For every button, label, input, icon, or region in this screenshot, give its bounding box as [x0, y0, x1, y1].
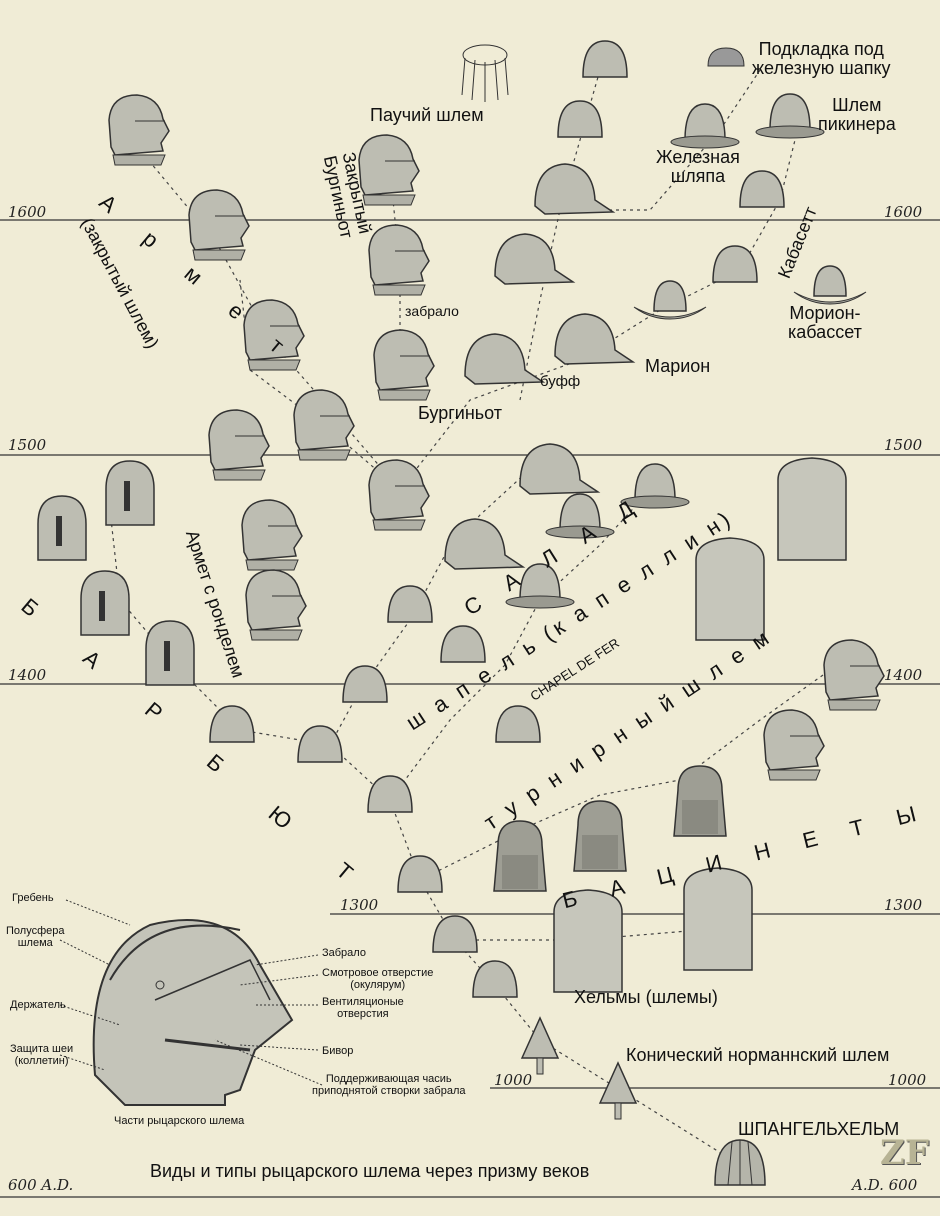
sallet-2 — [444, 518, 524, 570]
sallet-3 — [519, 443, 599, 495]
sallet-1 — [387, 585, 433, 623]
chapel-1 — [440, 625, 486, 663]
burgonet-helmet-3 — [368, 459, 430, 531]
year-1400-right: 1400 — [884, 666, 923, 684]
part-label-neck-guard: Защита шеи (коллетин) — [10, 1043, 74, 1067]
closed-burgonet-2 — [368, 224, 430, 296]
year-1300-right: 1300 — [884, 896, 923, 914]
label-norman-conical: Конический норманнский шлем — [626, 1045, 890, 1065]
bascinet-mail-2 — [573, 800, 627, 872]
armet-helmet-5 — [293, 389, 355, 461]
helm-dome-2 — [472, 960, 518, 998]
part-label-bevor: Бивор — [322, 1045, 354, 1057]
year-1600-left: 1600 — [8, 203, 47, 221]
cabasset-helmet-2 — [712, 245, 758, 283]
label-pikeman-helmet: Шлем пикинера — [818, 95, 896, 134]
part-label-vents: Вентиляционые отверстия — [322, 996, 404, 1020]
year-600-right: A.D. 600 — [852, 1176, 918, 1194]
label-morion: Марион — [645, 356, 711, 376]
trunk-helmet-4 — [397, 855, 443, 893]
spider-helmet — [461, 44, 509, 102]
burgonet-visor-helmet — [373, 329, 435, 401]
tournament-frog-helmet-1 — [823, 639, 885, 711]
label-morion-cabasset: Морион- кабассет — [788, 303, 862, 342]
trunk-helmet-2 — [342, 665, 388, 703]
barbute-helmet-1 — [37, 495, 87, 561]
label-burgonet: Бургиньот — [418, 403, 503, 423]
year-1300-left: 1300 — [340, 896, 379, 914]
parts-leader-lines — [59, 899, 323, 1086]
label-great-helms: Хельмы (шлемы) — [574, 987, 718, 1007]
great-helm-2 — [683, 867, 753, 971]
part-label-crest: Гребень — [12, 892, 54, 904]
armet-helmet-4 — [208, 409, 270, 481]
morion-helmet — [633, 280, 707, 320]
label-skull-cap-lining: Подкладка под железную шапку — [752, 39, 891, 78]
parts-diagram-helmet — [92, 919, 294, 1106]
helm-dome-1 — [432, 915, 478, 953]
part-label-sight: Смотровое отверстие (окулярум) — [322, 967, 434, 991]
year-1500-right: 1500 — [884, 436, 923, 454]
pikeman-helmet — [755, 93, 825, 139]
bascinet-visor-helmet — [763, 709, 825, 781]
year-1600-right: 1600 — [884, 203, 923, 221]
burgonet-buff-helmet — [464, 333, 544, 385]
barbute-helmet-2 — [105, 460, 155, 526]
part-label-visor: Забрало — [322, 947, 366, 959]
burgonet-helmet-4 — [554, 313, 634, 365]
armet-rondel-2 — [245, 569, 307, 641]
label-buff: буфф — [540, 373, 581, 390]
closed-burgonet-1 — [358, 134, 420, 206]
iron-hat-helmet — [670, 103, 740, 149]
trunk-helmet-3 — [367, 775, 413, 813]
armet-rondel-1 — [241, 499, 303, 571]
conical-helmet-1 — [521, 1017, 559, 1075]
morion-cabasset-helmet — [793, 265, 867, 305]
cabasset-helmet-1 — [739, 170, 785, 208]
label-iron-hat: Железная шляпа — [656, 147, 740, 186]
norman-conical-helmet — [599, 1062, 637, 1120]
armet-helmet-1 — [108, 94, 170, 166]
burgonet-helmet-5 — [494, 233, 574, 285]
tournament-frog-helmet-3 — [777, 457, 847, 561]
barbute-helmet-4 — [145, 620, 195, 686]
bascinet-early-1 — [209, 705, 255, 743]
part-label-visor-support: Поддерживающая часиь приподнятой створки… — [312, 1073, 466, 1097]
label-spangenhelm: ШПАНГЕЛЬХЕЛЬМ — [738, 1119, 900, 1139]
label-visor: забрало — [405, 303, 459, 319]
skull-cap-lining — [707, 47, 745, 67]
year-600-left: 600 A.D. — [8, 1176, 74, 1194]
bascinet-mail-3 — [673, 765, 727, 837]
tournament-frog-helmet-2 — [695, 537, 765, 641]
year-1500-left: 1500 — [8, 436, 47, 454]
year-1400-left: 1400 — [8, 666, 47, 684]
burgonet-helmet-6 — [534, 163, 614, 215]
barbute-helmet-3 — [80, 570, 130, 636]
watermark-logo: ZF — [880, 1133, 929, 1173]
bascinet-mail-1 — [493, 820, 547, 892]
spider-helmet-c — [582, 40, 628, 78]
page-title: Виды и типы рыцарского шлема через призм… — [150, 1161, 590, 1181]
parts-diagram-title: Части рыцарского шлема — [114, 1115, 245, 1127]
part-label-skull: Полусфера шлема — [6, 925, 65, 949]
part-label-holder: Держатель — [10, 999, 66, 1011]
year-1000-left: 1000 — [494, 1071, 533, 1089]
trunk-helmet-1 — [297, 725, 343, 763]
year-1000-right: 1000 — [888, 1071, 927, 1089]
spider-helmet-b — [557, 100, 603, 138]
armet-helmet-2 — [188, 189, 250, 261]
spangenhelm-icon — [714, 1139, 766, 1186]
bascinet-2 — [495, 705, 541, 743]
label-spider-helmet: Паучий шлем — [370, 105, 484, 125]
